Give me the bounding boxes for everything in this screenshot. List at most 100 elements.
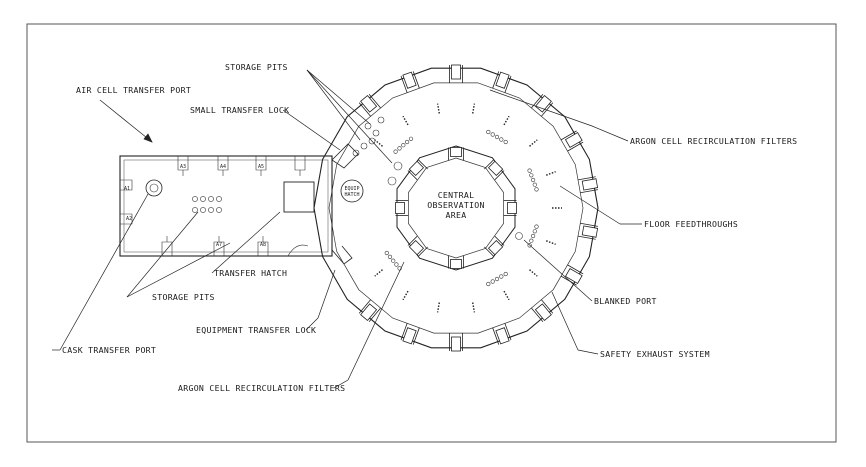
leader-storage-pits-bottom — [126, 242, 231, 298]
feedthrough — [384, 250, 389, 256]
window-station — [177, 156, 189, 176]
svg-text:A8: A8 — [260, 242, 266, 248]
feedthrough — [401, 143, 406, 148]
label-storage-pits-bottom: STORAGE PITS — [152, 292, 215, 302]
feedthrough — [490, 132, 495, 137]
floor-marker — [374, 269, 383, 277]
air-cell-bottom-windows — [161, 236, 269, 256]
feedthrough — [529, 173, 534, 178]
leader-lines — [52, 69, 642, 389]
window-station — [120, 179, 133, 191]
cask-port-circle — [145, 179, 163, 197]
floor-marker — [545, 240, 556, 245]
observation-outer-wall — [396, 145, 516, 271]
floor-marker — [436, 302, 440, 313]
window-station — [395, 200, 409, 216]
leader-storage-pits-top — [306, 69, 371, 125]
window-station — [358, 299, 381, 322]
leader-storage-pits-bottom — [126, 211, 199, 298]
svg-text:A3: A3 — [180, 164, 186, 170]
window-station — [407, 236, 428, 257]
floor-marker — [529, 139, 538, 147]
feedthrough — [530, 177, 536, 183]
svg-text:A4: A4 — [220, 164, 226, 170]
feedthrough — [530, 233, 536, 239]
feedthrough — [503, 271, 508, 277]
feedthrough — [527, 168, 532, 173]
floor-marker — [503, 290, 510, 301]
storage-pit — [200, 196, 206, 202]
feedthrough — [486, 129, 491, 135]
feedthrough — [397, 146, 402, 151]
leader-safety-exhaust — [577, 349, 599, 355]
storage-pit — [216, 196, 222, 202]
air-cell-top-windows — [177, 156, 306, 176]
window-station — [449, 64, 463, 83]
window-station — [484, 236, 505, 257]
floor-marker — [529, 269, 538, 277]
window-station — [448, 255, 464, 269]
floor-marker — [472, 302, 476, 313]
floor-marker — [402, 115, 409, 126]
cask-port-inner — [149, 183, 159, 193]
window-station — [577, 222, 599, 240]
floor-marker — [472, 103, 476, 114]
transfer-hatch-box — [283, 181, 315, 213]
argon-cell — [313, 64, 599, 352]
drawing-border — [26, 23, 837, 443]
storage-pit — [377, 116, 385, 124]
label-small-transfer-lock: SMALL TRANSFER LOCK — [190, 105, 289, 115]
storage-pit — [208, 207, 214, 213]
leader-floor-feedthroughs — [559, 185, 621, 225]
storage-pit — [352, 149, 360, 157]
leader-storage-pits-top — [306, 69, 393, 164]
label-safety-exhaust-system: SAFETY EXHAUST SYSTEM — [600, 349, 710, 359]
svg-text:EQUIP: EQUIP — [344, 186, 359, 192]
storage-pit — [360, 142, 368, 150]
floor-marker — [436, 103, 440, 114]
callout-labels: AIR CELL TRANSFER PORT STORAGE PITS SMAL… — [62, 62, 797, 393]
central-observation-label: OBSERVATION — [427, 200, 485, 210]
small-transfer-lock — [331, 143, 359, 265]
feedthrough — [387, 254, 393, 259]
label-floor-feedthroughs: FLOOR FEEDTHROUGHS — [644, 219, 738, 229]
storage-pit — [200, 207, 206, 213]
feedthrough — [486, 281, 491, 287]
air-cell-storage-pits — [192, 196, 222, 213]
storage-pit — [216, 207, 222, 213]
window-station — [484, 159, 505, 180]
storage-pit — [364, 122, 372, 130]
leader-storage-pits-top — [306, 69, 361, 141]
svg-text:A1: A1 — [124, 186, 130, 192]
label-transfer-hatch: TRANSFER HATCH — [214, 268, 287, 278]
svg-text:A7: A7 — [216, 242, 222, 248]
label-equipment-transfer-lock: EQUIPMENT TRANSFER LOCK — [196, 325, 316, 335]
leader-blanked-port — [523, 239, 593, 302]
window-station — [257, 236, 269, 256]
window-station — [492, 323, 512, 345]
feedthrough — [394, 262, 399, 267]
equipment-hatch: EQUIP HATCH — [340, 179, 364, 203]
storage-pit — [208, 196, 214, 202]
label-blanked-port: BLANKED PORT — [594, 296, 657, 306]
svg-text:A5: A5 — [258, 164, 264, 170]
feedthrough — [503, 139, 508, 145]
feedthrough — [494, 134, 500, 140]
window-station — [560, 130, 584, 152]
argon-cell-outer-wall — [313, 67, 599, 349]
leader-argon-filters-right — [591, 125, 629, 142]
window-station — [217, 156, 229, 176]
air-cell: A1 A2 A3 A4 A5 A7 A8 — [119, 155, 333, 257]
floor-marker — [503, 115, 510, 126]
argon-storage-pits — [352, 116, 403, 186]
leader-equipment-transfer-lock — [305, 317, 319, 331]
window-station — [531, 299, 554, 322]
feedthrough — [534, 224, 539, 229]
observation-window-stations — [395, 147, 517, 269]
feedthrough — [499, 274, 504, 279]
feedthrough — [393, 149, 398, 154]
label-cask-transfer-port: CASK TRANSFER PORT — [62, 345, 156, 355]
feedthrough — [527, 243, 532, 248]
window-station — [560, 264, 584, 286]
label-argon-filters-right: ARGON CELL RECIRCULATION FILTERS — [630, 136, 797, 146]
